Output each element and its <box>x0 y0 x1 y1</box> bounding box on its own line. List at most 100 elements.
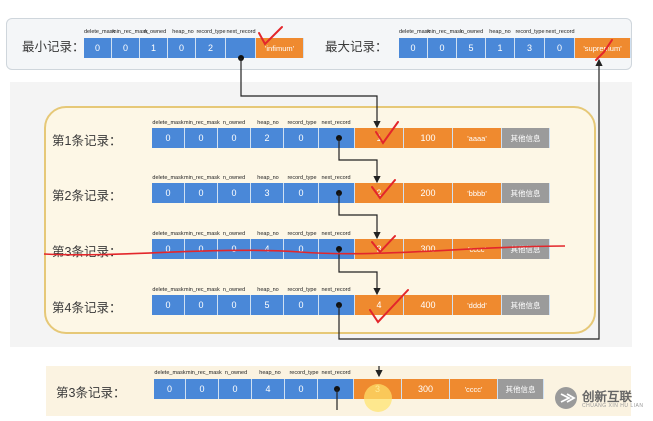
field-min-rec-mask: 0 <box>185 239 218 259</box>
field-header: record_type <box>196 29 226 35</box>
field-delete-mask: 0 <box>152 128 185 148</box>
field-header: record_type <box>515 29 545 35</box>
field-header: n_owned <box>224 370 248 376</box>
field-header: heap_no <box>489 29 511 35</box>
field-n-owned: 0 <box>219 379 252 399</box>
record-label: 第3条记录： <box>56 386 126 400</box>
field-header: delete_mask <box>154 370 186 376</box>
field-n-owned: 0 <box>218 183 251 203</box>
field-delete-mask: 0 <box>399 38 428 58</box>
field-header: delete_mask <box>152 175 184 181</box>
field-header: record_type <box>287 231 317 237</box>
watermark-subtitle: CHUANG XIN HU LIAN <box>582 403 644 409</box>
next-record-arrow <box>338 193 381 240</box>
field-header: heap_no <box>172 29 194 35</box>
field-min-rec-mask: 0 <box>185 183 218 203</box>
field-record-type: 3 <box>515 38 545 58</box>
field-header: n_owned <box>222 287 246 293</box>
field-header: next_record <box>321 287 351 293</box>
field-delete-mask: 0 <box>152 239 185 259</box>
record-label: 第4条记录： <box>52 301 122 315</box>
red-check-mark <box>595 39 613 61</box>
field-header: min_rec_mask <box>184 287 220 293</box>
field-record-type: 0 <box>285 379 318 399</box>
field-n-owned: 0 <box>218 239 251 259</box>
field-n-owned: 0 <box>218 295 251 315</box>
record-1: 第1条记录： delete_mask min_rec_mask n_owned … <box>52 120 572 160</box>
field-delete-mask: 0 <box>84 38 112 58</box>
field-record-type: 0 <box>284 239 319 259</box>
field-next-record <box>226 38 256 58</box>
watermark-title: 创新互联 <box>582 390 633 404</box>
field-min-rec-mask: 0 <box>185 128 218 148</box>
infimum-label: 最小记录： <box>22 40 85 54</box>
field-header: delete_mask <box>152 287 184 293</box>
field-header: next_record <box>545 29 575 35</box>
field-min-rec-mask: 0 <box>185 295 218 315</box>
watermark-logo-icon <box>555 387 577 409</box>
field-delete-mask: 0 <box>154 379 186 399</box>
field-heap-no: 1 <box>486 38 515 58</box>
col3-cell: 'bbbb' <box>453 183 502 203</box>
red-check-mark <box>369 289 409 324</box>
field-header: heap_no <box>257 175 279 181</box>
field-header: heap_no <box>257 120 279 126</box>
supremum-record: delete_mask min_rec_mask n_owned heap_no… <box>399 22 631 66</box>
field-record-type: 0 <box>284 128 319 148</box>
field-header: delete_mask <box>152 231 184 237</box>
red-strike-line <box>43 245 566 256</box>
field-header: n_owned <box>143 29 167 35</box>
next-record-arrow <box>338 58 603 340</box>
col2-cell: 100 <box>404 128 453 148</box>
field-header: record_type <box>287 120 317 126</box>
field-min-rec-mask: 0 <box>428 38 457 58</box>
field-min-rec-mask: 0 <box>186 379 219 399</box>
field-n-owned: 5 <box>457 38 486 58</box>
next-record-arrow <box>338 138 381 184</box>
field-record-type: 2 <box>196 38 226 58</box>
record-4: 第4条记录： delete_mask min_rec_mask n_owned … <box>52 287 572 327</box>
extra-info-cell: 其他信息 <box>498 379 544 399</box>
field-header: delete_mask <box>152 120 184 126</box>
field-header: min_rec_mask <box>186 370 222 376</box>
extra-info-cell: 其他信息 <box>502 128 550 148</box>
field-heap-no: 4 <box>251 239 284 259</box>
col3-cell: 'cccc' <box>450 379 498 399</box>
field-header: heap_no <box>259 370 281 376</box>
field-header: n_owned <box>460 29 484 35</box>
field-header: min_rec_mask <box>184 120 220 126</box>
field-header: next_record <box>226 29 256 35</box>
record-label: 第3条记录： <box>52 245 122 259</box>
col2-cell: 300 <box>402 379 450 399</box>
extra-info-cell: 其他信息 <box>502 183 550 203</box>
field-record-type: 0 <box>284 295 319 315</box>
field-header: next_record <box>321 231 351 237</box>
field-heap-no: 5 <box>251 295 284 315</box>
field-header: record_type <box>287 287 317 293</box>
col2-cell: 400 <box>404 295 453 315</box>
next-record-arrow <box>338 249 381 296</box>
extra-info-cell: 其他信息 <box>502 239 550 259</box>
field-min-rec-mask: 0 <box>112 38 140 58</box>
field-header: record_type <box>287 175 317 181</box>
red-check-mark <box>371 235 396 254</box>
next-record-arrow <box>240 58 381 129</box>
col2-cell: 300 <box>404 239 453 259</box>
col3-cell: 'aaaa' <box>453 128 502 148</box>
field-delete-mask: 0 <box>152 183 185 203</box>
field-header: heap_no <box>257 231 279 237</box>
red-check-mark <box>258 26 283 46</box>
supremum-data-cell: 'supremum' <box>575 38 631 58</box>
supremum-label: 最大记录： <box>325 40 388 54</box>
col3-cell: 'dddd' <box>453 295 502 315</box>
field-header: next_record <box>321 370 351 376</box>
field-header: min_rec_mask <box>112 29 148 35</box>
field-heap-no: 3 <box>251 183 284 203</box>
record-label: 第1条记录： <box>52 134 122 148</box>
field-n-owned: 0 <box>218 128 251 148</box>
field-header: record_type <box>289 370 319 376</box>
col2-cell: 200 <box>404 183 453 203</box>
field-heap-no: 0 <box>168 38 196 58</box>
field-header: heap_no <box>257 287 279 293</box>
record-label: 第2条记录： <box>52 189 122 203</box>
